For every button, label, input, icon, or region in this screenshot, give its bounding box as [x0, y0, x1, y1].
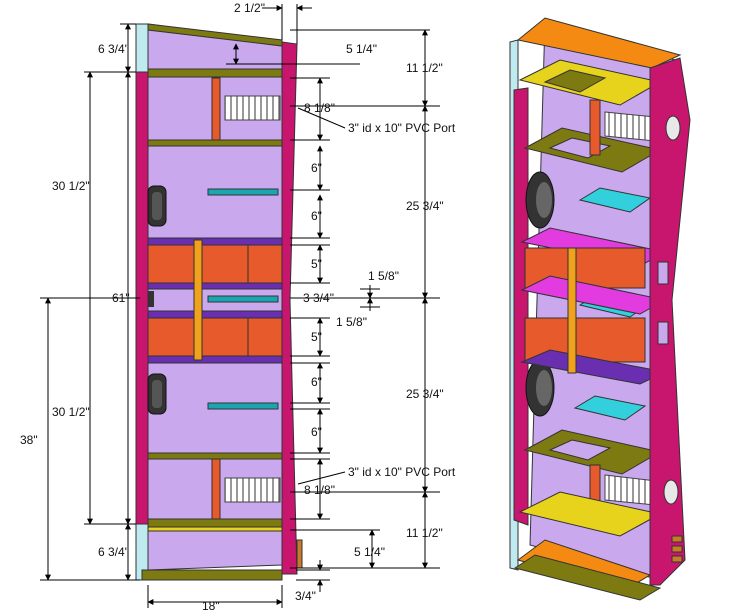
tweeter	[148, 291, 154, 307]
dim-base-thickness: 3/4"	[295, 589, 316, 603]
dim-offset-a: 1 5/8"	[368, 269, 399, 283]
dim-spacing-6: 6"	[311, 425, 322, 439]
iso-port-brace-top	[589, 99, 601, 156]
iso-side-slot-2	[657, 321, 669, 345]
dim-offset-b: 1 5/8"	[336, 315, 367, 329]
shelf-lower	[147, 452, 283, 460]
port-brace-top	[211, 77, 221, 141]
dim-width: 18"	[202, 599, 220, 613]
dim-top-slope: 5 1/4"	[346, 42, 377, 56]
dim-left-base-height: 38"	[20, 433, 38, 447]
iso-port-hole-bottom	[663, 479, 679, 505]
dim-port-gap-top: 8 1/8"	[304, 101, 335, 115]
dim-total-height: 61"	[112, 291, 130, 305]
isometric-view	[509, 17, 691, 601]
iso-terminal-1	[671, 535, 683, 543]
pvc-port-bottom	[224, 477, 281, 503]
pvc-port-top	[224, 95, 281, 121]
dim-bottom-slope: 5 1/4"	[354, 545, 385, 559]
dim-left-lower: 30 1/2"	[52, 405, 90, 419]
teal-brace-3	[207, 402, 279, 410]
center-shelf-2-top	[147, 310, 283, 319]
note-port-top: 3" id x 10" PVC Port	[348, 121, 456, 135]
center-shelf-1-bottom	[147, 282, 283, 290]
dim-top-cap-left: 6 3/4"	[98, 42, 129, 56]
center-shelf-1-top	[147, 237, 283, 246]
iso-shelf-yellow-top-hole	[543, 69, 607, 93]
dim-spacing-4: 5"	[311, 330, 322, 344]
iso-woofer-upper-inner	[536, 182, 552, 218]
note-port-bottom: 3" id x 10" PVC Port	[348, 465, 456, 479]
dim-spacing-2: 6"	[311, 209, 322, 223]
terminal-cup	[296, 539, 303, 569]
dim-right-lower: 25 3/4"	[406, 387, 444, 401]
dim-right-upper: 25 3/4"	[406, 199, 444, 213]
shelf-bottom	[147, 518, 283, 528]
iso-left-baffle	[513, 87, 529, 526]
iso-side-slot-1	[657, 261, 669, 285]
dim-top-cap-right: 11 1/2"	[406, 61, 443, 75]
iso-base	[513, 554, 662, 601]
center-shelf-2	[147, 317, 283, 357]
port-brace-bottom	[211, 458, 221, 520]
teal-brace-2	[207, 295, 279, 303]
iso-terminal-2	[671, 545, 683, 553]
iso-shelf-olive-2-hole	[548, 439, 612, 461]
dim-port-gap-bottom: 8 1/8"	[304, 483, 335, 497]
center-shelf-1	[147, 244, 283, 284]
dimension-labels: 2 1/2" 6 3/4" 5 1/4" 11 1/2" 8 1/8" 3" i…	[20, 1, 456, 613]
teal-brace-1	[207, 188, 279, 196]
shelf-top	[147, 68, 283, 78]
gold-brace	[193, 239, 203, 361]
dim-center-gap: 3 3/4"	[303, 291, 334, 305]
woofer-lower-ring	[152, 380, 162, 408]
center-shelf-2-bottom	[147, 355, 283, 364]
dim-left-upper: 30 1/2"	[52, 179, 90, 193]
iso-woofer-lower-inner	[536, 370, 552, 406]
shelf-upper	[147, 139, 283, 147]
woofer-upper-ring	[152, 192, 162, 220]
dim-spacing-1: 6"	[311, 161, 322, 175]
iso-port-hole-top	[665, 115, 681, 141]
dimension-lines	[40, 4, 440, 608]
rear-panel	[281, 41, 298, 575]
base-board	[141, 569, 283, 581]
side-elevation: 2 1/2" 6 3/4" 5 1/4" 11 1/2" 8 1/8" 3" i…	[20, 1, 456, 613]
iso-terminal-3	[671, 555, 683, 563]
shelf-bottom-2	[147, 526, 283, 532]
dim-spacing-5: 6"	[311, 375, 322, 389]
dim-bottom-cap-left: 6 3/4"	[98, 545, 129, 559]
iso-top-cap	[516, 17, 682, 69]
iso-teal-brace-3	[573, 395, 647, 421]
dim-top-setback: 2 1/2"	[234, 1, 265, 15]
iso-gold-brace	[567, 247, 577, 374]
dim-spacing-3: 5"	[311, 257, 322, 271]
iso-rear-column	[649, 57, 691, 586]
dim-bottom-cap-right: 11 1/2"	[406, 526, 443, 540]
